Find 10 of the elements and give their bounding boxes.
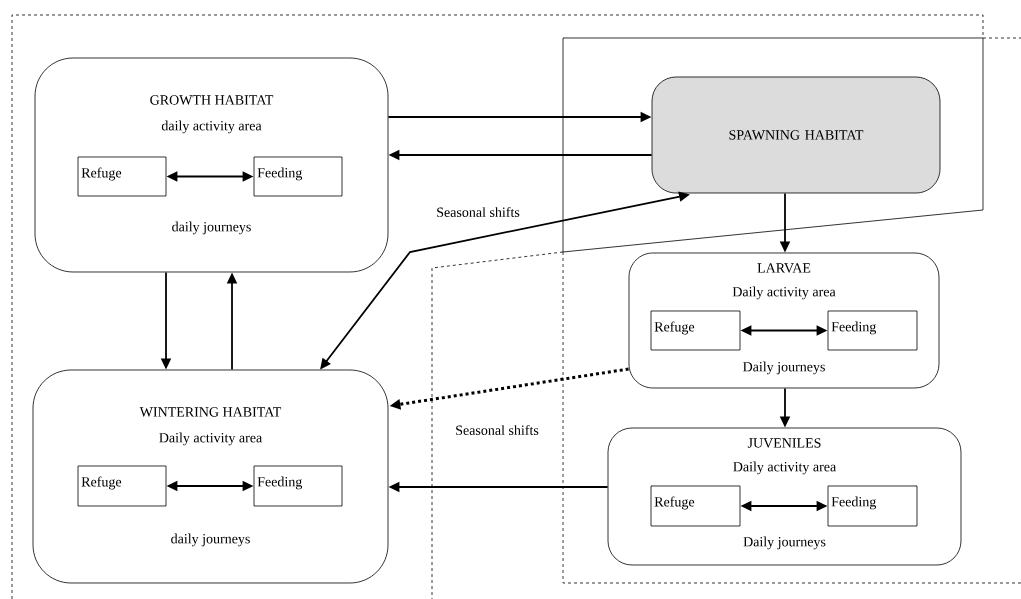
- activity-box: Feeding: [253, 465, 343, 507]
- activity-box: Feeding: [827, 485, 918, 527]
- activity-box: Feeding: [827, 310, 918, 351]
- activity-box: Refuge: [77, 156, 167, 197]
- edge-label: Seasonal shifts: [435, 206, 521, 218]
- activity-box: Refuge: [650, 310, 741, 351]
- edge-label: Seasonal shifts: [454, 424, 540, 436]
- activity-box: Feeding: [253, 156, 343, 197]
- activity-box: Refuge: [77, 465, 167, 507]
- activity-box: Refuge: [650, 485, 741, 527]
